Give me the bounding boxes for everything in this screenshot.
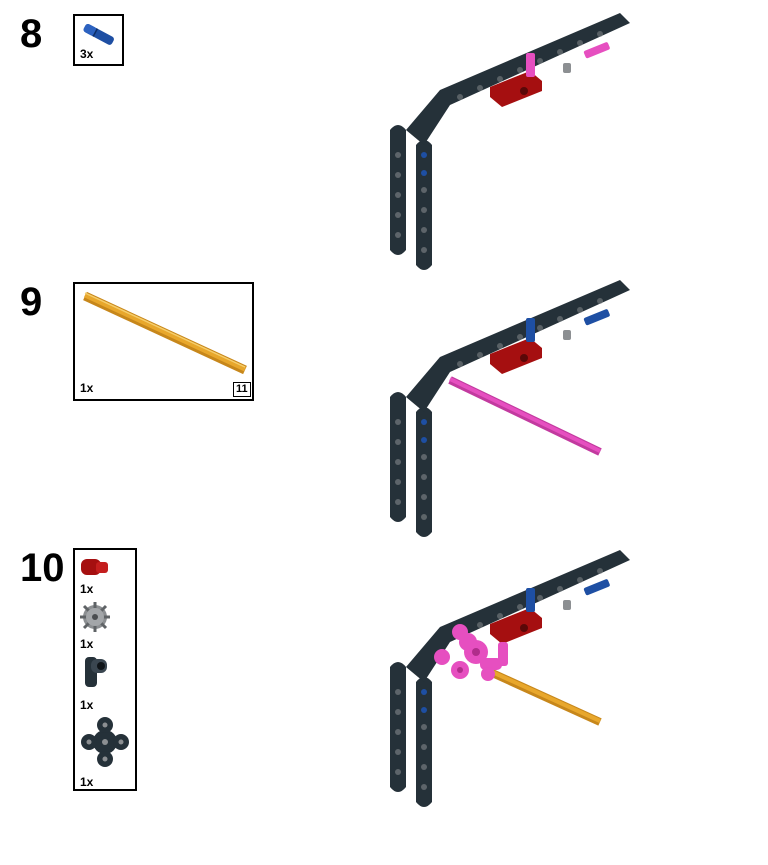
red-bush-icon	[81, 559, 108, 575]
frame-with-pink-joint-model	[390, 550, 630, 807]
part-quantity: 1x	[80, 698, 94, 712]
part-quantity: 1x	[80, 637, 94, 651]
parts-callout: 3x	[73, 14, 124, 66]
part-quantity: 1x	[80, 381, 94, 395]
gray-gear-icon	[80, 602, 110, 632]
step-8: 8 3x	[0, 0, 768, 270]
axle-length-badge: 11	[233, 382, 251, 397]
blue-axle-pin-icon	[83, 24, 114, 45]
frame-with-pink-axle-model	[390, 280, 630, 537]
step-number: 10	[20, 546, 65, 590]
black-connector-icon	[85, 657, 107, 687]
step-number: 9	[20, 280, 43, 324]
step-number: 8	[20, 12, 43, 56]
parts-callout: 1x 1x 1x 1x	[73, 548, 137, 791]
black-cross-hub-icon	[81, 717, 129, 767]
part-quantity: 3x	[80, 47, 94, 61]
step-10: 10 1x 1x 1x	[0, 540, 768, 865]
step-9: 9 1x 11	[0, 270, 768, 540]
part-quantity: 1x	[80, 582, 94, 596]
orange-axle-icon	[83, 291, 247, 375]
parts-callout: 1x 11	[73, 282, 254, 401]
part-quantity: 1x	[80, 775, 94, 789]
frame-with-blue-pins-model	[390, 13, 630, 270]
